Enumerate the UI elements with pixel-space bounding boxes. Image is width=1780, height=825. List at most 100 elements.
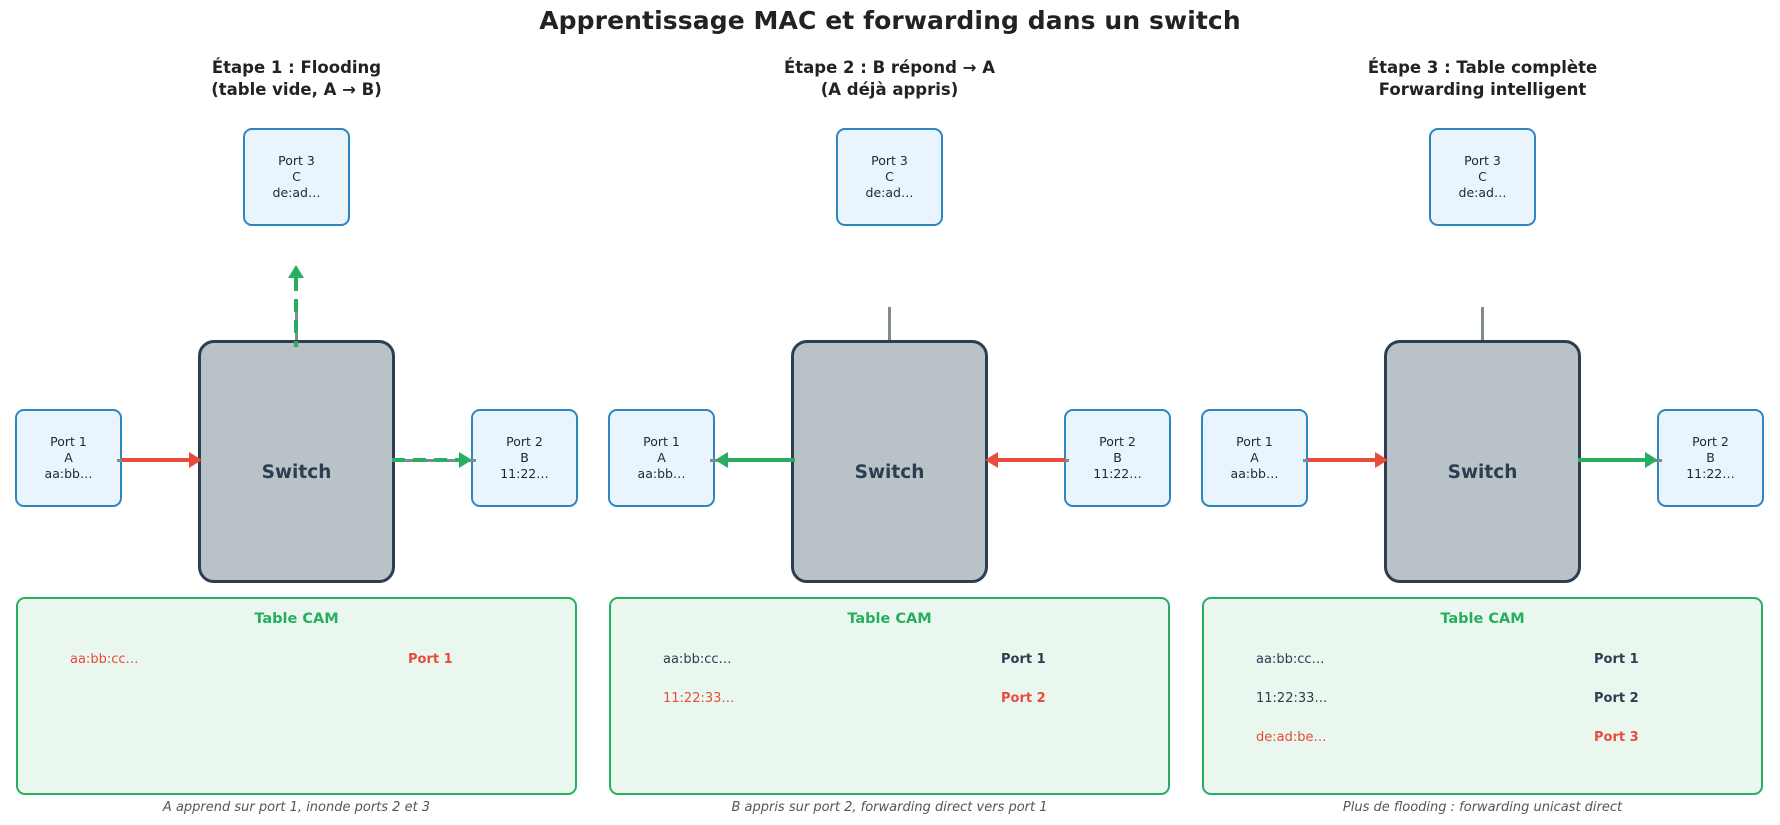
host-box-port1: Port 1 A aa:bb… xyxy=(15,409,122,507)
arrow-shaft xyxy=(1578,458,1645,463)
step-panel-1: Étape 1 : Flooding (table vide, A → B) P… xyxy=(0,0,593,825)
arrow-shaft xyxy=(1308,458,1375,463)
switch-label: Switch xyxy=(854,462,925,483)
cam-mac-address: aa:bb:cc… xyxy=(70,652,139,667)
frame-arrow-port2 xyxy=(392,452,472,468)
host-mac-label: aa:bb… xyxy=(44,466,93,481)
host-name-label: B xyxy=(1113,450,1122,465)
cam-table-rows: aa:bb:cc… Port 1 xyxy=(70,652,523,691)
cam-mac-address: 11:22:33… xyxy=(1256,691,1328,706)
frame-arrow-port3 xyxy=(288,265,304,347)
step-title: Étape 2 : B répond → A (A déjà appris) xyxy=(783,58,996,99)
cam-table: Table CAM aa:bb:cc… Port 1 11:22:33… Port 2… xyxy=(1202,597,1763,795)
host-box-port3: Port 3 C de:ad… xyxy=(1429,128,1536,226)
frame-arrow-port2 xyxy=(1578,452,1658,468)
frame-arrow-port1 xyxy=(715,452,795,468)
step-caption: B appris sur port 2, forwarding direct v… xyxy=(731,800,1048,815)
step-caption: Plus de flooding : forwarding unicast di… xyxy=(1342,800,1623,815)
host-port-label: Port 2 xyxy=(506,434,543,449)
cam-table-title: Table CAM xyxy=(254,611,339,627)
host-box-port3: Port 3 C de:ad… xyxy=(243,128,350,226)
cam-mac-address: aa:bb:cc… xyxy=(663,652,732,667)
host-mac-label: de:ad… xyxy=(865,185,914,200)
arrow-head-left xyxy=(715,452,728,468)
cam-table: Table CAM aa:bb:cc… Port 1 11:22:33… Port 2 xyxy=(609,597,1170,795)
arrow-shaft xyxy=(728,458,795,463)
switch-label: Switch xyxy=(1447,462,1518,483)
cam-port-value: Port 3 xyxy=(1594,730,1639,745)
host-name-label: A xyxy=(64,450,73,465)
cam-entry-row: de:ad:be… Port 3 xyxy=(1256,730,1709,769)
host-mac-label: aa:bb… xyxy=(637,466,686,481)
cam-entry-row: 11:22:33… Port 2 xyxy=(663,691,1116,730)
switch-label: Switch xyxy=(261,462,332,483)
step-panel-2: Étape 2 : B répond → A (A déjà appris) P… xyxy=(593,0,1186,825)
cam-port-value: Port 1 xyxy=(1594,652,1639,667)
cam-entry-row: aa:bb:cc… Port 1 xyxy=(70,652,523,691)
host-port-label: Port 1 xyxy=(50,434,87,449)
cam-entry-row: aa:bb:cc… Port 1 xyxy=(663,652,1116,691)
host-name-label: C xyxy=(1478,169,1487,184)
cam-port-value: Port 1 xyxy=(1001,652,1046,667)
host-name-label: A xyxy=(1250,450,1259,465)
cam-port-value: Port 2 xyxy=(1001,691,1046,706)
step-title: Étape 3 : Table complète Forwarding inte… xyxy=(1367,58,1598,99)
host-mac-label: 11:22… xyxy=(1686,466,1735,481)
step-caption: A apprend sur port 1, inonde ports 2 et … xyxy=(162,800,431,815)
host-box-port1: Port 1 A aa:bb… xyxy=(1201,409,1308,507)
host-mac-label: de:ad… xyxy=(1458,185,1507,200)
host-port-label: Port 2 xyxy=(1692,434,1729,449)
cam-entry-row: aa:bb:cc… Port 1 xyxy=(1256,652,1709,691)
cam-table-title: Table CAM xyxy=(1440,611,1525,627)
host-box-port2: Port 2 B 11:22… xyxy=(471,409,578,507)
host-port-label: Port 1 xyxy=(1236,434,1273,449)
cam-mac-address: 11:22:33… xyxy=(663,691,735,706)
host-mac-label: 11:22… xyxy=(500,466,549,481)
host-box-port3: Port 3 C de:ad… xyxy=(836,128,943,226)
arrow-shaft xyxy=(392,458,459,463)
host-name-label: A xyxy=(657,450,666,465)
host-mac-label: 11:22… xyxy=(1093,466,1142,481)
step-panel-3: Étape 3 : Table complète Forwarding inte… xyxy=(1186,0,1779,825)
arrow-head-up xyxy=(288,265,304,278)
host-name-label: C xyxy=(885,169,894,184)
arrow-head-left xyxy=(985,452,998,468)
cam-table-rows: aa:bb:cc… Port 1 11:22:33… Port 2 xyxy=(663,652,1116,730)
host-box-port2: Port 2 B 11:22… xyxy=(1657,409,1764,507)
host-port-label: Port 2 xyxy=(1099,434,1136,449)
frame-arrow-port1 xyxy=(1308,452,1388,468)
switch-node: Switch xyxy=(791,340,988,583)
cam-table-rows: aa:bb:cc… Port 1 11:22:33… Port 2 de:ad:be… P… xyxy=(1256,652,1709,769)
arrow-shaft xyxy=(122,458,189,463)
host-mac-label: aa:bb… xyxy=(1230,466,1279,481)
switch-node: Switch xyxy=(1384,340,1581,583)
frame-arrow-port2 xyxy=(985,452,1065,468)
arrow-head-right xyxy=(1645,452,1658,468)
host-name-label: B xyxy=(1706,450,1715,465)
host-name-label: C xyxy=(292,169,301,184)
host-port-label: Port 1 xyxy=(643,434,680,449)
cam-mac-address: aa:bb:cc… xyxy=(1256,652,1325,667)
host-name-label: B xyxy=(520,450,529,465)
arrow-shaft xyxy=(294,278,299,347)
host-port-label: Port 3 xyxy=(871,153,908,168)
host-port-label: Port 3 xyxy=(278,153,315,168)
switch-node: Switch xyxy=(198,340,395,583)
cam-mac-address: de:ad:be… xyxy=(1256,730,1327,745)
cam-port-value: Port 2 xyxy=(1594,691,1639,706)
frame-arrow-port1 xyxy=(122,452,202,468)
cam-table: Table CAM aa:bb:cc… Port 1 xyxy=(16,597,577,795)
link-line-port3 xyxy=(888,307,891,347)
cam-table-title: Table CAM xyxy=(847,611,932,627)
link-line-port3 xyxy=(1481,307,1484,347)
cam-port-value: Port 1 xyxy=(408,652,453,667)
cam-entry-row: 11:22:33… Port 2 xyxy=(1256,691,1709,730)
host-port-label: Port 3 xyxy=(1464,153,1501,168)
arrow-head-right xyxy=(459,452,472,468)
arrow-head-right xyxy=(1375,452,1388,468)
step-title: Étape 1 : Flooding (table vide, A → B) xyxy=(211,58,382,99)
host-box-port1: Port 1 A aa:bb… xyxy=(608,409,715,507)
host-mac-label: de:ad… xyxy=(272,185,321,200)
host-box-port2: Port 2 B 11:22… xyxy=(1064,409,1171,507)
